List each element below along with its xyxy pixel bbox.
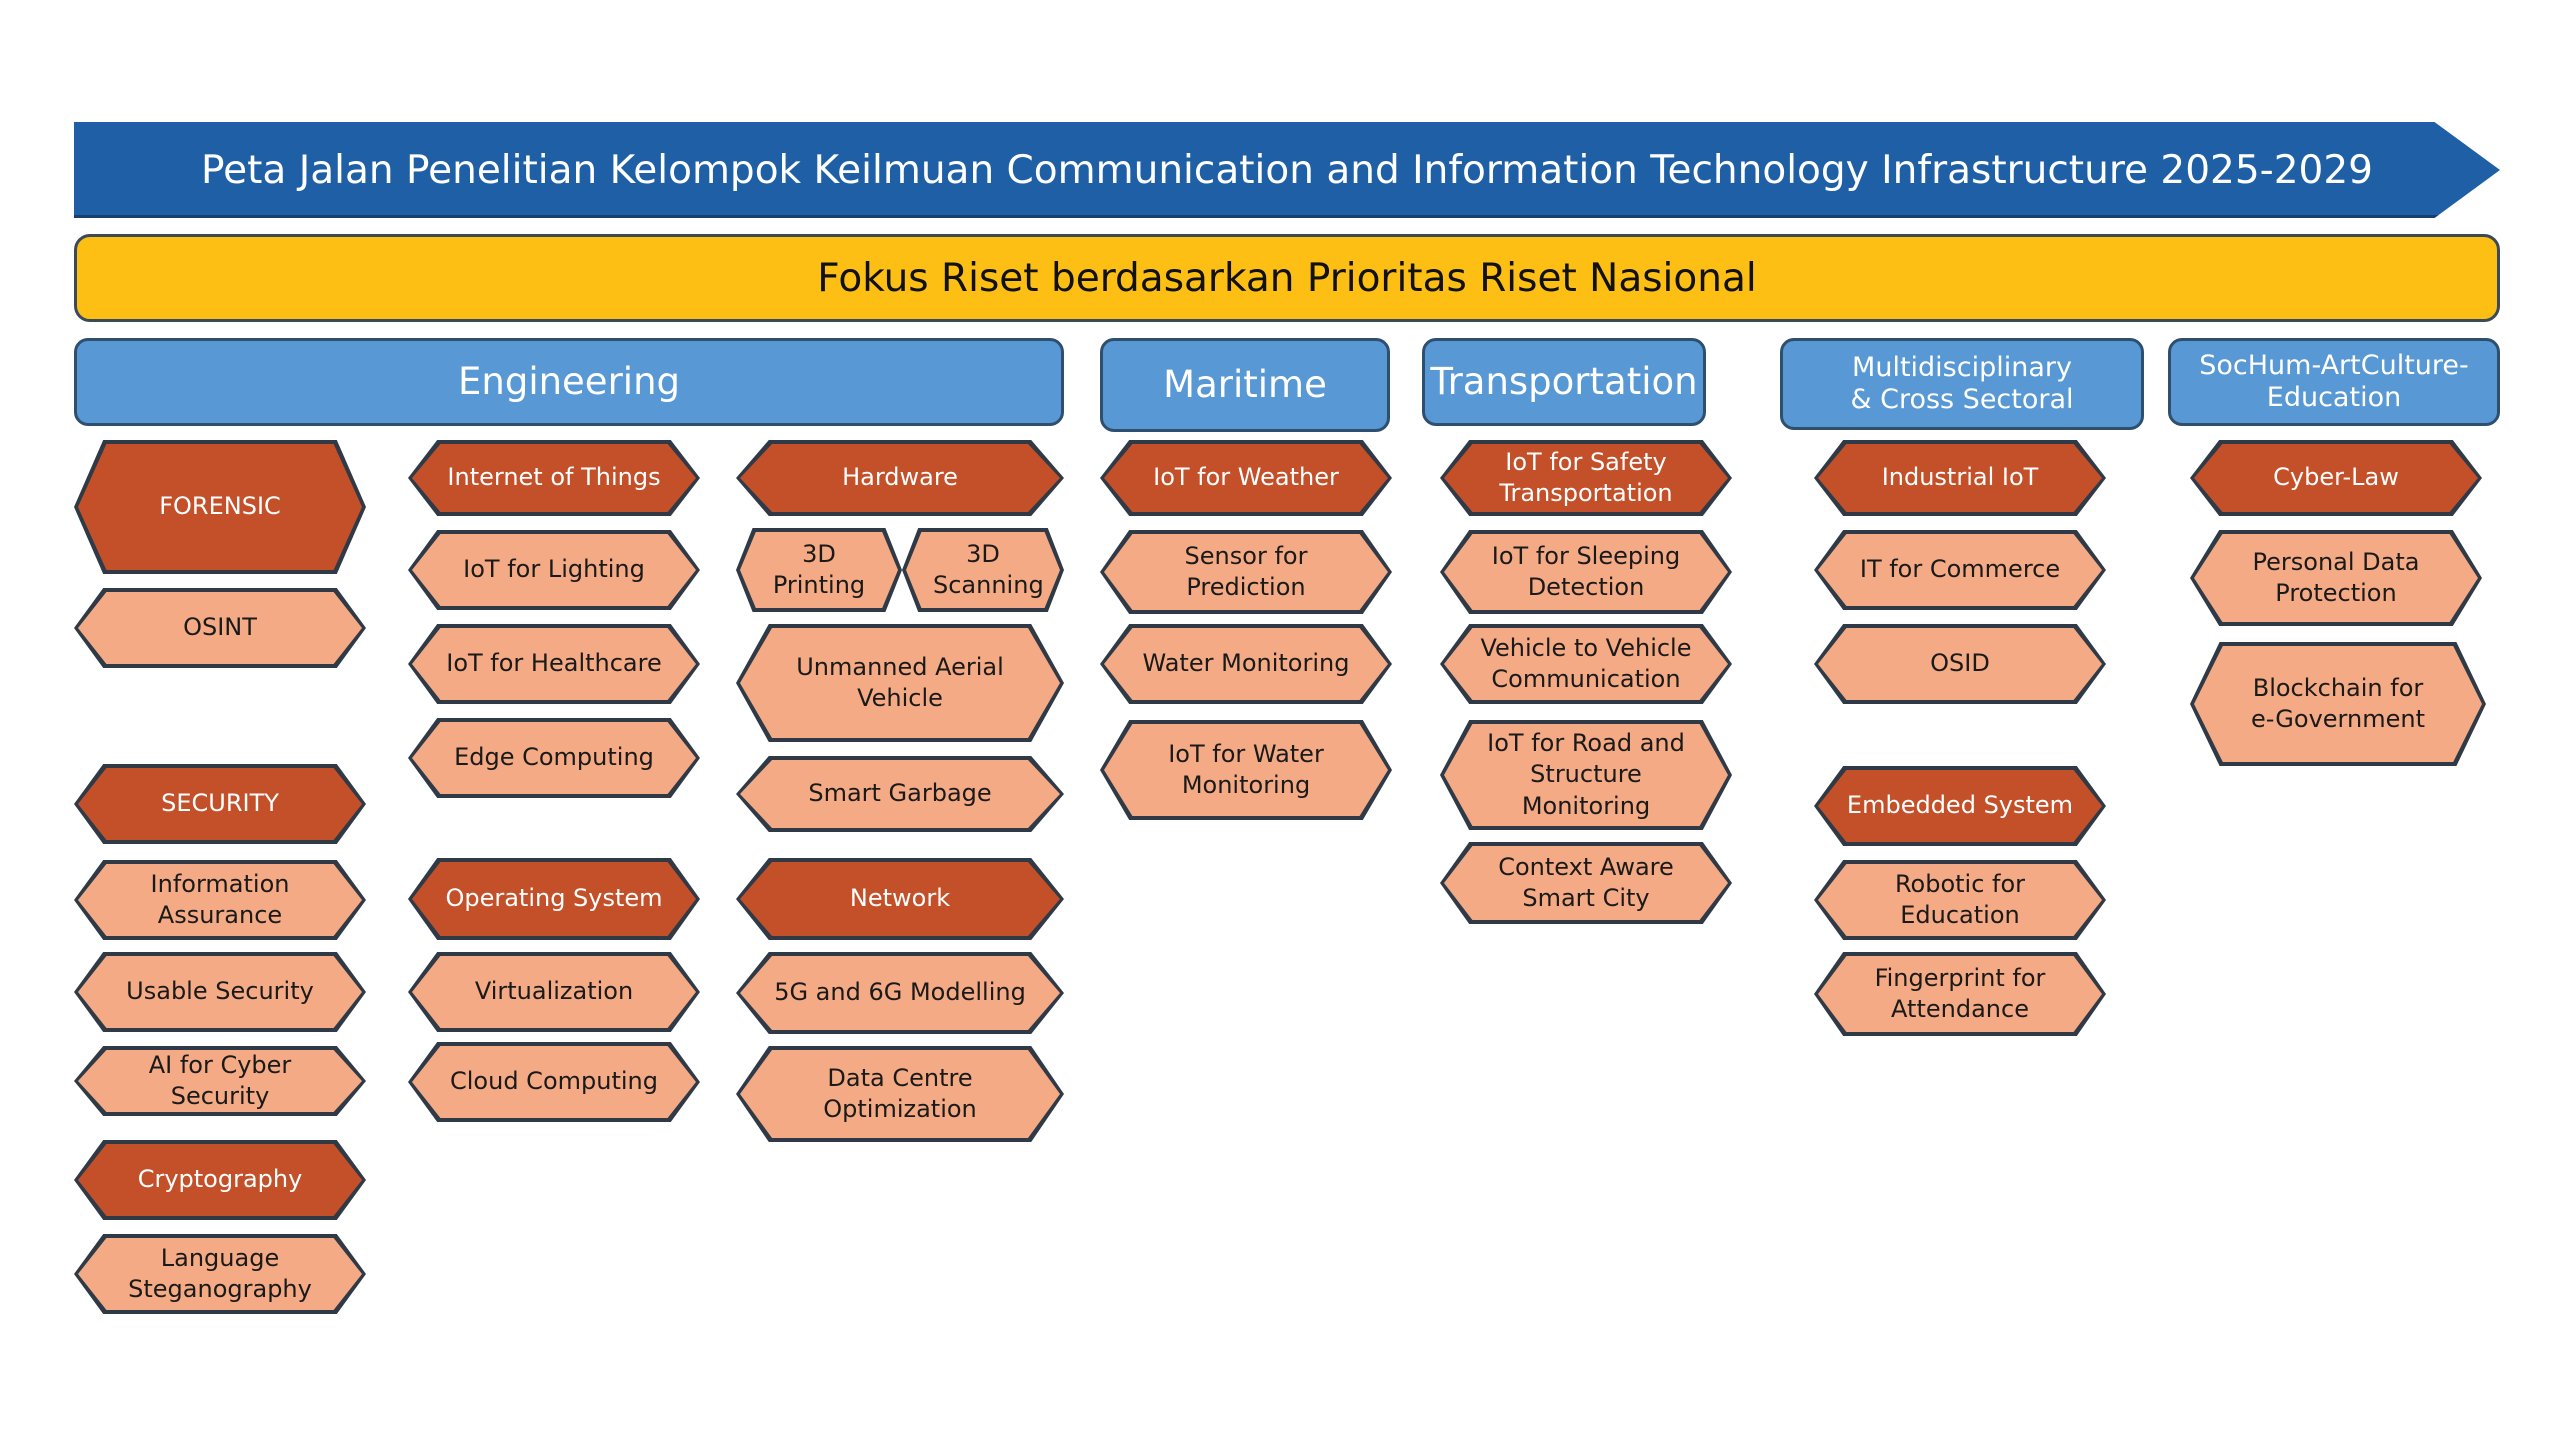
node-cyber-law: Cyber-Law: [2190, 440, 2482, 516]
node-ai-cyber-security: AI for Cyber Security: [74, 1046, 366, 1116]
node-context-aware-smart-city: Context Aware Smart City: [1440, 842, 1732, 924]
node-fingerprint-attendance: Fingerprint for Attendance: [1814, 952, 2106, 1036]
node-cloud-computing: Cloud Computing: [408, 1042, 700, 1122]
node-iot-lighting: IoT for Lighting: [408, 530, 700, 610]
node-industrial-iot: Industrial IoT: [1814, 440, 2106, 516]
node-operating-system: Operating System: [408, 858, 700, 940]
node-5g-6g-modelling: 5G and 6G Modelling: [736, 952, 1064, 1034]
node-iot-healthcare: IoT for Healthcare: [408, 624, 700, 704]
node-iot-road-structure: IoT for Road and Structure Monitoring: [1440, 720, 1732, 830]
node-information-assurance: Information Assurance: [74, 860, 366, 940]
node-edge-computing: Edge Computing: [408, 718, 700, 798]
node-forensic: FORENSIC: [74, 440, 366, 574]
node-iot-weather: IoT for Weather: [1100, 440, 1392, 516]
node-hardware: Hardware: [736, 440, 1064, 516]
node-security: SECURITY: [74, 764, 366, 844]
node-network: Network: [736, 858, 1064, 940]
node-robotic-education: Robotic for Education: [1814, 860, 2106, 940]
node-water-monitoring: Water Monitoring: [1100, 624, 1392, 704]
node-iot: Internet of Things: [408, 440, 700, 516]
node-language-steganography: Language Steganography: [74, 1234, 366, 1314]
category-maritime: Maritime: [1100, 338, 1390, 432]
node-usable-security: Usable Security: [74, 952, 366, 1032]
node-sensor-prediction: Sensor for Prediction: [1100, 530, 1392, 614]
node-v2v-communication: Vehicle to Vehicle Communication: [1440, 624, 1732, 704]
node-data-centre-optimization: Data Centre Optimization: [736, 1046, 1064, 1142]
node-3d-scanning: 3D Scanning: [902, 528, 1064, 612]
node-iot-sleeping-detection: IoT for Sleeping Detection: [1440, 530, 1732, 614]
node-cryptography: Cryptography: [74, 1140, 366, 1220]
node-osint: OSINT: [74, 588, 366, 668]
roadmap-title: Peta Jalan Penelitian Kelompok Keilmuan …: [201, 147, 2373, 193]
category-engineering: Engineering: [74, 338, 1064, 426]
category-sochum: SocHum-ArtCulture-Education: [2168, 338, 2500, 426]
node-personal-data-protection: Personal Data Protection: [2190, 530, 2482, 626]
research-focus-label: Fokus Riset berdasarkan Prioritas Riset …: [817, 255, 1757, 301]
node-osid: OSID: [1814, 624, 2106, 704]
node-embedded-system: Embedded System: [1814, 766, 2106, 846]
node-uav: Unmanned Aerial Vehicle: [736, 624, 1064, 742]
node-iot-safety-transportation: IoT for Safety Transportation: [1440, 440, 1732, 516]
node-it-commerce: IT for Commerce: [1814, 530, 2106, 610]
node-virtualization: Virtualization: [408, 952, 700, 1032]
node-blockchain-e-government: Blockchain for e-Government: [2190, 642, 2486, 766]
node-smart-garbage: Smart Garbage: [736, 756, 1064, 832]
category-transportation: Transportation: [1422, 338, 1706, 426]
category-multidisciplinary: Multidisciplinary & Cross Sectoral: [1780, 338, 2144, 430]
roadmap-title-arrow: Peta Jalan Penelitian Kelompok Keilmuan …: [74, 122, 2500, 218]
node-3d-printing: 3D Printing: [736, 528, 902, 612]
node-iot-water-monitoring: IoT for Water Monitoring: [1100, 720, 1392, 820]
research-focus-bar: Fokus Riset berdasarkan Prioritas Riset …: [74, 234, 2500, 322]
